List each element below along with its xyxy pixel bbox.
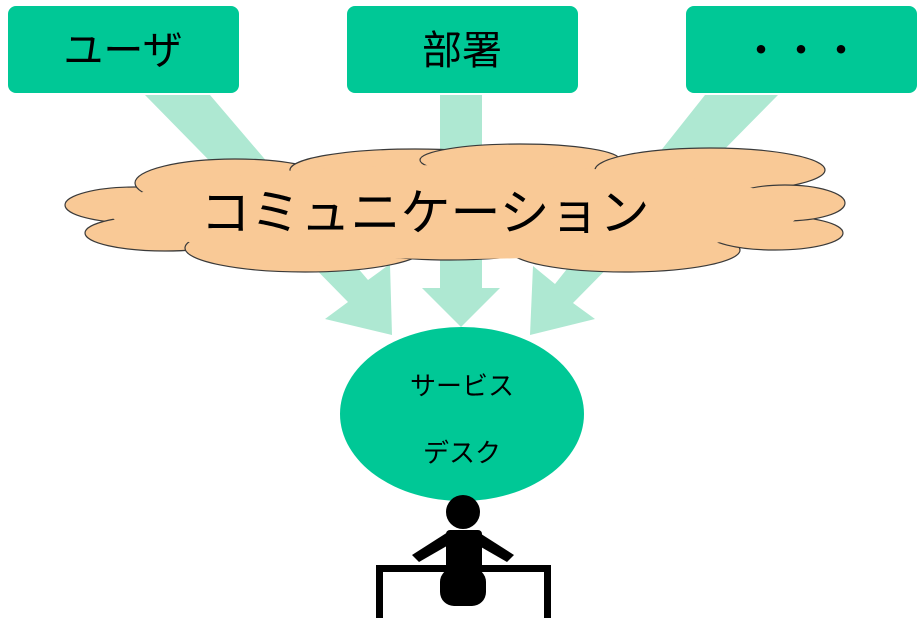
- cloud-label: コミュニケーション: [201, 184, 650, 242]
- communication-cloud: コミュニケーション: [64, 143, 846, 273]
- source-box-user-label: ユーザ: [63, 28, 182, 74]
- source-box-department-label: 部署: [422, 28, 502, 74]
- source-box-others-label: ・・・: [741, 28, 861, 74]
- person-at-desk-icon: [376, 495, 551, 618]
- source-box-others: ・・・: [686, 6, 917, 93]
- cloud-fill-cover: [110, 165, 800, 259]
- source-box-department: 部署: [347, 6, 578, 93]
- source-box-user: ユーザ: [8, 6, 239, 93]
- service-desk-node: サービス デスク: [340, 327, 584, 501]
- source-boxes: ユーザ 部署 ・・・: [8, 6, 917, 93]
- service-desk-label-line1: サービス: [410, 372, 514, 402]
- service-desk-label-line2: デスク: [423, 439, 501, 469]
